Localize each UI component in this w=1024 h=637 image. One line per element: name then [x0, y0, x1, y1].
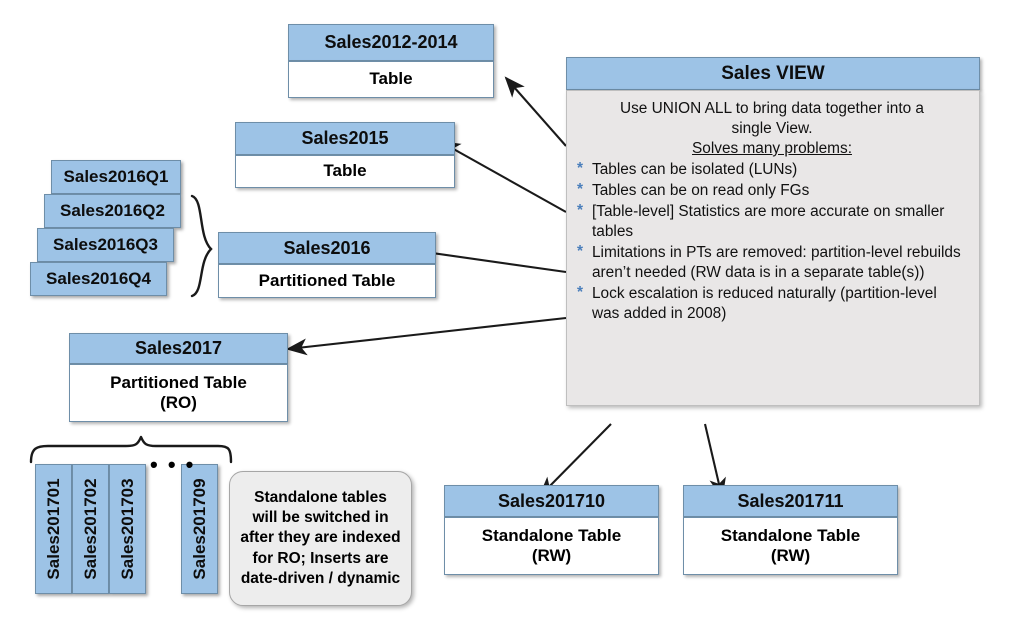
card-header[interactable]: Sales2017 — [69, 333, 288, 364]
card-body-line2: (RW) — [770, 546, 811, 565]
chip-sales201701[interactable]: Sales201701 — [35, 464, 72, 594]
card-header[interactable]: Sales2012-2014 — [288, 24, 494, 61]
chip-sales2016q1[interactable]: Sales2016Q1 — [51, 160, 181, 194]
chip-sales2016q4[interactable]: Sales2016Q4 — [30, 262, 167, 296]
card-body-line1: Standalone Table — [720, 525, 861, 545]
card-header[interactable]: Sales201710 — [444, 485, 659, 517]
asterisk-icon: * — [577, 202, 583, 220]
asterisk-icon: * — [577, 284, 583, 302]
asterisk-icon: * — [577, 160, 583, 178]
panel-bullet-2: * Tables can be on read only FGs — [577, 181, 967, 201]
panel-bullet-text: Tables can be on read only FGs — [592, 182, 810, 200]
chip-label: Sales201702 — [80, 478, 100, 580]
panel-bullet-text: Limitations in PTs are removed: partitio… — [592, 244, 961, 282]
chip-label: Sales201703 — [117, 478, 137, 580]
card-header[interactable]: Sales2015 — [235, 122, 455, 155]
card-body[interactable]: Table — [288, 61, 494, 98]
card-header[interactable]: Sales2016 — [218, 232, 436, 264]
panel-bullet-4: * Limitations in PTs are removed: partit… — [577, 243, 967, 283]
card-sales2012-2014[interactable]: Sales2012-2014 Table — [288, 24, 494, 98]
card-sales201711[interactable]: Sales201711 Standalone Table (RW) — [683, 485, 898, 575]
card-body-line2: (RW) — [531, 546, 572, 565]
callout-standalone-note[interactable]: Standalone tables will be switched in af… — [229, 471, 412, 606]
chip-label: Sales201709 — [189, 478, 209, 580]
panel-solves-heading: Solves many problems: — [692, 140, 852, 158]
card-body[interactable]: Partitioned Table (RO) — [69, 364, 288, 422]
panel-intro-line2: single View. — [731, 120, 813, 138]
ellipsis-label: • • • — [150, 452, 196, 477]
panel-header[interactable]: Sales VIEW — [566, 57, 980, 90]
brace-months — [29, 435, 233, 464]
chip-sales201709[interactable]: Sales201709 — [181, 464, 218, 594]
panel-intro-line1: Use UNION ALL to bring data together int… — [620, 100, 924, 117]
chip-sales201703[interactable]: Sales201703 — [109, 464, 146, 594]
card-body[interactable]: Table — [235, 155, 455, 188]
chip-sales2016q2[interactable]: Sales2016Q2 — [44, 194, 181, 228]
panel-bullet-3: * [Table-level] Statistics are more accu… — [577, 202, 967, 242]
panel-body: Use UNION ALL to bring data together int… — [566, 90, 980, 406]
arrow-to-sales2015 — [439, 140, 567, 213]
card-body-line2: (RO) — [160, 393, 197, 412]
arrow-to-sales2017 — [285, 316, 567, 356]
asterisk-icon: * — [577, 243, 583, 261]
asterisk-icon: * — [577, 181, 583, 199]
panel-sales-view: Sales VIEW Use UNION ALL to bring data t… — [566, 57, 980, 406]
card-body[interactable]: Standalone Table (RW) — [444, 517, 659, 575]
card-body-line1: Standalone Table — [481, 525, 622, 545]
chip-sales2016q3[interactable]: Sales2016Q3 — [37, 228, 174, 262]
card-body[interactable]: Standalone Table (RW) — [683, 517, 898, 575]
card-body-line1: Partitioned Table — [110, 372, 247, 392]
arrow-to-sales2012-2014 — [504, 76, 567, 147]
card-sales2015[interactable]: Sales2015 Table — [235, 122, 455, 188]
panel-bullet-text: Lock escalation is reduced naturally (pa… — [592, 285, 937, 323]
panel-bullet-5: * Lock escalation is reduced naturally (… — [577, 284, 967, 324]
panel-bullet-text: [Table-level] Statistics are more accura… — [592, 203, 945, 241]
chip-label: Sales201701 — [43, 478, 63, 580]
panel-bullet-text: Tables can be isolated (LUNs) — [592, 161, 798, 179]
card-header[interactable]: Sales201711 — [683, 485, 898, 517]
card-sales2017[interactable]: Sales2017 Partitioned Table (RO) — [69, 333, 288, 422]
card-body[interactable]: Partitioned Table — [218, 264, 436, 298]
card-sales2016[interactable]: Sales2016 Partitioned Table — [218, 232, 436, 298]
card-sales201710[interactable]: Sales201710 Standalone Table (RW) — [444, 485, 659, 575]
brace-quarters — [190, 194, 213, 298]
chip-sales201702[interactable]: Sales201702 — [72, 464, 109, 594]
panel-bullet-1: * Tables can be isolated (LUNs) — [577, 160, 967, 180]
